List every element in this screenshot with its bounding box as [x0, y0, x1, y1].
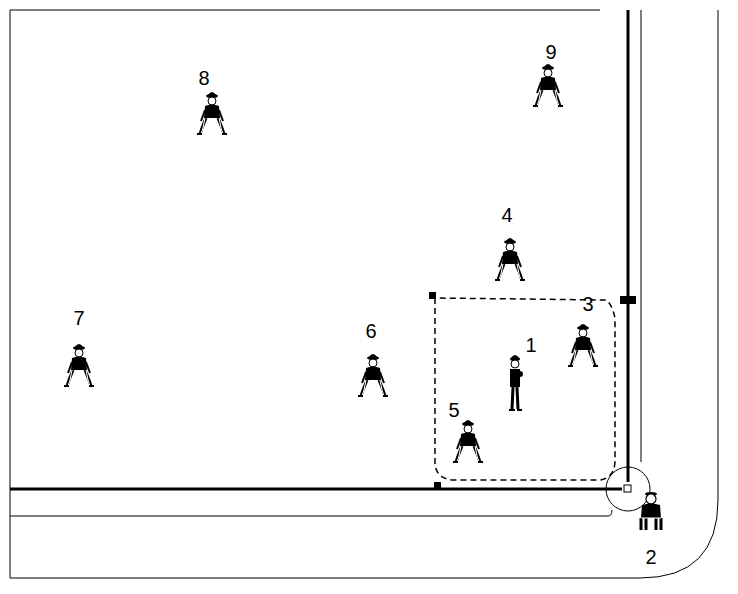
callout-number: 5 [448, 400, 459, 420]
callout-number: 1 [525, 335, 536, 355]
fielder-7 [64, 344, 94, 386]
callout-number: 2 [645, 547, 656, 567]
fielder-8 [197, 92, 227, 134]
catcher-2 [641, 492, 661, 530]
fielder-4 [495, 238, 525, 280]
callout-number: 4 [501, 205, 512, 225]
fielder-5 [453, 420, 483, 462]
callout-number: 3 [582, 294, 593, 314]
pitcher-1 [509, 355, 523, 410]
callout-number: 8 [198, 68, 209, 88]
callout-number: 7 [73, 308, 84, 328]
callout-number: 9 [545, 42, 556, 62]
callout-number: 6 [365, 321, 376, 341]
fielder-9 [533, 64, 563, 106]
fielder-6 [358, 354, 388, 396]
fielder-3 [568, 324, 598, 366]
